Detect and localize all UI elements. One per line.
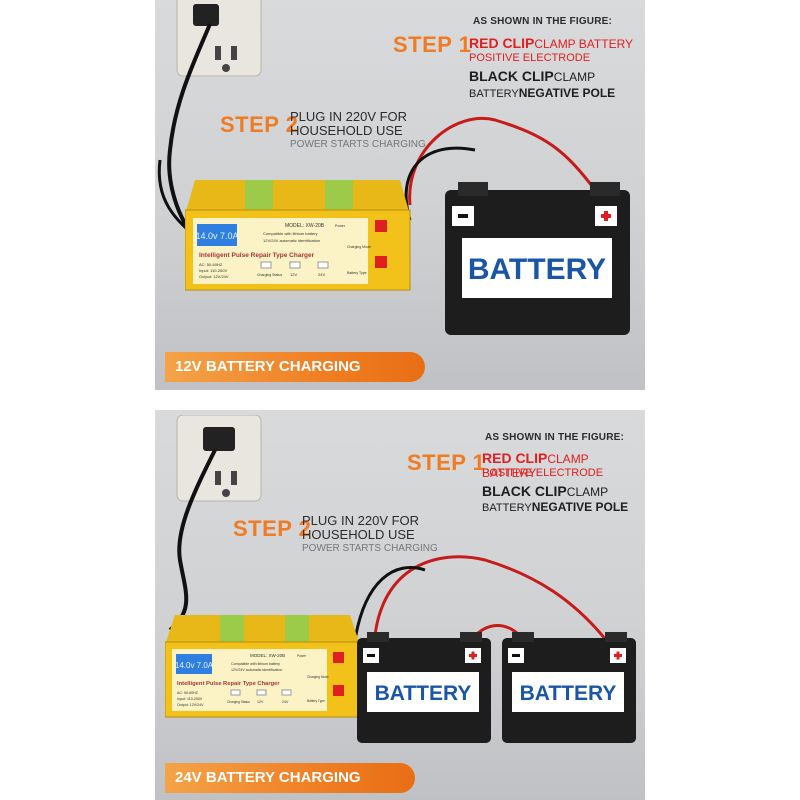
- charger-btn2: Charging Mode: [347, 245, 371, 249]
- charger-model: MODEL: XW-20B: [285, 223, 325, 229]
- charger-ind3: 24V: [318, 272, 325, 277]
- red-clip-line2: POSITIVE ELECTRODE: [482, 467, 604, 479]
- black-clip-negative: NEGATIVE POLE: [531, 500, 629, 514]
- step1-header: AS SHOWN IN THE FIGURE:: [485, 432, 625, 443]
- step2-line3: POWER STARTS CHARGING: [302, 543, 438, 554]
- charger-btn1: Power: [335, 224, 346, 228]
- charger-ind1: Charging Status: [257, 273, 282, 277]
- charger-title: Intelligent Pulse Repair Type Charger: [177, 681, 280, 687]
- step2-line2: HOUSEHOLD USE: [290, 123, 403, 138]
- battery-label: BATTERY: [375, 682, 472, 705]
- panel-12v: STEP 1 AS SHOWN IN THE FIGURE: RED CLIPC…: [155, 0, 645, 390]
- charger-model: MODEL: XW-20B: [250, 653, 285, 658]
- battery-label: BATTERY: [468, 253, 606, 286]
- charger-feature1: Compatible with lithium battery: [231, 662, 280, 666]
- red-clip-rest: CLAMP BATTERY: [534, 37, 634, 51]
- black-clip-instruction: BLACK CLIPCLAMP: [482, 483, 608, 499]
- charger-title: Intelligent Pulse Repair Type Charger: [199, 252, 315, 259]
- charger-spec3: Output: 12V/24V: [199, 274, 229, 279]
- red-clip-label: RED CLIP: [469, 35, 535, 51]
- black-clip-rest: CLAMP: [553, 70, 596, 84]
- charger-spec2: Input: 110-250V: [177, 697, 203, 701]
- black-clip-instruction: BLACK CLIPCLAMP: [469, 68, 595, 84]
- charger-spec1: AC: 50-60HZ: [199, 262, 223, 267]
- black-clip-label: BLACK CLIP: [482, 483, 567, 499]
- charger-display-text: 14.0v 7.0A: [175, 661, 214, 670]
- display-banner: 12V BATTERY CHARGING DISPLAY: [165, 352, 425, 390]
- charger-feature1: Compatible with lithium battery: [263, 231, 317, 236]
- charger-spec2: Input: 110-250V: [199, 268, 228, 273]
- step2-line1: PLUG IN 220V FOR: [290, 109, 408, 124]
- charger-device: 14.0v 7.0A MODEL: XW-20B Compatible with…: [165, 615, 361, 718]
- charger-display-text: 14.0v 7.0A: [195, 231, 238, 241]
- charger-spec1: AC: 50-60HZ: [177, 691, 199, 695]
- step2-label: STEP 2: [233, 516, 312, 541]
- charger-btn2: Charging Mode: [307, 675, 329, 679]
- black-clip-negative: NEGATIVE POLE: [518, 86, 616, 100]
- black-clip-battery: BATTERY: [482, 502, 532, 514]
- display-banner: 24V BATTERY CHARGING DISPLAY: [165, 763, 415, 800]
- charger-spec3: Output: 12V/24V: [177, 703, 204, 707]
- charger-ind1: Charging Status: [227, 700, 250, 704]
- red-clip-instruction: RED CLIPCLAMP BATTERY: [482, 450, 645, 480]
- red-clip-instruction: RED CLIPCLAMP BATTERY: [469, 35, 633, 51]
- battery-24v-2: BATTERY: [502, 632, 636, 743]
- black-clip-battery: BATTERY: [469, 88, 519, 100]
- step1-label: STEP 1: [407, 450, 486, 475]
- charger-device: 14.0v 7.0A MODEL: XW-20B Compatible with…: [185, 180, 411, 291]
- battery-24v-1: BATTERY: [357, 632, 491, 743]
- black-clip-line2: BATTERYNEGATIVE POLE: [482, 500, 628, 514]
- black-clip-line2: BATTERYNEGATIVE POLE: [469, 86, 615, 100]
- step1-header: AS SHOWN IN THE FIGURE:: [473, 16, 613, 27]
- red-clip-label: RED CLIP: [482, 450, 548, 466]
- step2-line2: HOUSEHOLD USE: [302, 527, 415, 542]
- wall-outlet-icon: [176, 415, 262, 502]
- charger-btn1: Power: [297, 654, 307, 658]
- step2-label: STEP 2: [220, 112, 299, 137]
- charger-feature2: 12V/24V automatic identification: [231, 668, 282, 672]
- battery-label: BATTERY: [520, 682, 617, 705]
- charger-btn3: Battery Type: [347, 271, 367, 275]
- panel-24v: STEP 1 AS SHOWN IN THE FIGURE: RED CLIPC…: [155, 410, 645, 800]
- charger-btn3: Battery Type: [307, 699, 325, 703]
- battery-12v: BATTERY: [445, 182, 630, 335]
- black-clip-rest: CLAMP: [566, 485, 609, 499]
- black-clip-label: BLACK CLIP: [469, 68, 554, 84]
- red-clip-line2: POSITIVE ELECTRODE: [469, 52, 591, 64]
- charger-ind2: 12V: [257, 700, 264, 704]
- charger-feature2: 12V/24V automatic identification: [263, 238, 320, 243]
- step1-label: STEP 1: [393, 32, 472, 57]
- red-clip-rest: CLAMP BATTERY: [482, 452, 589, 480]
- charger-ind2: 12V: [290, 272, 297, 277]
- step2-line1: PLUG IN 220V FOR: [302, 513, 420, 528]
- charger-ind3: 24V: [282, 700, 289, 704]
- step2-line3: POWER STARTS CHARGING: [290, 139, 426, 150]
